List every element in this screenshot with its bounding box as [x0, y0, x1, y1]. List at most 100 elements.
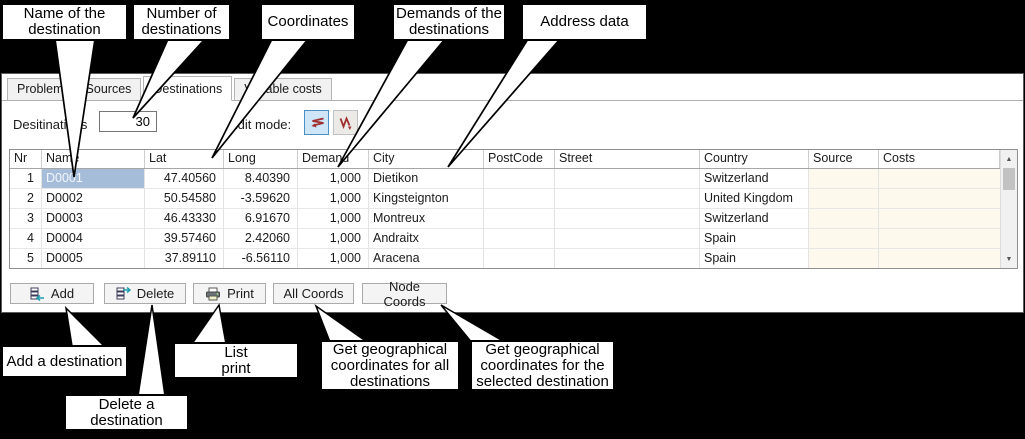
- cell-demand[interactable]: 1,000: [298, 229, 369, 248]
- cell-costs[interactable]: [879, 229, 1000, 248]
- col-header-street[interactable]: Street: [555, 150, 700, 168]
- edit-mode-route-button[interactable]: [304, 110, 329, 135]
- cell-demand[interactable]: 1,000: [298, 249, 369, 268]
- cell-country[interactable]: Switzerland: [700, 209, 809, 228]
- cell-postcode[interactable]: [484, 169, 555, 188]
- points-w-edit-icon: [337, 114, 355, 132]
- cell-lat[interactable]: 37.89110: [145, 249, 224, 268]
- cell-lat[interactable]: 46.43330: [145, 209, 224, 228]
- cell-long[interactable]: 8.40390: [224, 169, 298, 188]
- cell-demand[interactable]: 1,000: [298, 189, 369, 208]
- add-button-label: Add: [50, 286, 75, 301]
- route-zigzag-edit-icon: [308, 114, 326, 132]
- cell-long[interactable]: -6.56110: [224, 249, 298, 268]
- cell-postcode[interactable]: [484, 229, 555, 248]
- callout-coords-all: Get geographical coordinates for all des…: [320, 340, 460, 391]
- cell-nr[interactable]: 2: [10, 189, 42, 208]
- cell-costs[interactable]: [879, 249, 1000, 268]
- cell-city[interactable]: Kingsteignton: [369, 189, 484, 208]
- col-header-city[interactable]: City: [369, 150, 484, 168]
- cell-city[interactable]: Dietikon: [369, 169, 484, 188]
- tab-variable-costs[interactable]: Variable costs: [234, 78, 332, 100]
- all-coords-button[interactable]: All Coords: [273, 283, 354, 304]
- cell-lat[interactable]: 39.57460: [145, 229, 224, 248]
- cell-costs[interactable]: [879, 189, 1000, 208]
- col-header-long[interactable]: Long: [224, 150, 298, 168]
- delete-record-icon: [116, 286, 131, 301]
- cell-name[interactable]: D0002: [42, 189, 145, 208]
- tab-sources[interactable]: Sources: [75, 78, 142, 100]
- cell-lat[interactable]: 47.40560: [145, 169, 224, 188]
- col-header-country[interactable]: Country: [700, 150, 809, 168]
- cell-postcode[interactable]: [484, 209, 555, 228]
- tab-problem[interactable]: Problem: [7, 78, 74, 100]
- scrollbar-thumb[interactable]: [1003, 168, 1015, 190]
- col-header-lat[interactable]: Lat: [145, 150, 224, 168]
- cell-postcode[interactable]: [484, 249, 555, 268]
- cell-demand[interactable]: 1,000: [298, 169, 369, 188]
- add-button[interactable]: Add: [10, 283, 94, 304]
- cell-city[interactable]: Andraitx: [369, 229, 484, 248]
- delete-button[interactable]: Delete: [104, 283, 186, 304]
- col-header-nr[interactable]: Nr: [10, 150, 42, 168]
- cell-name[interactable]: D0004: [42, 229, 145, 248]
- cell-source[interactable]: [809, 229, 879, 248]
- vertical-scrollbar[interactable]: ▲ ▼: [1000, 150, 1017, 268]
- cell-long[interactable]: 2.42060: [224, 229, 298, 248]
- cell-long[interactable]: 6.91670: [224, 209, 298, 228]
- callout-coordinates: Coordinates: [260, 3, 356, 41]
- table-grid: Nr Name Lat Long Demand City PostCode St…: [10, 150, 1000, 268]
- cell-source[interactable]: [809, 189, 879, 208]
- cell-source[interactable]: [809, 249, 879, 268]
- cell-name[interactable]: D0005: [42, 249, 145, 268]
- edit-mode-points-button[interactable]: [333, 110, 358, 135]
- print-button[interactable]: Print: [193, 283, 266, 304]
- cell-demand[interactable]: 1,000: [298, 209, 369, 228]
- col-header-source[interactable]: Source: [809, 150, 879, 168]
- cell-city[interactable]: Montreux: [369, 209, 484, 228]
- table-row: 2 D0002 50.54580 -3.59620 1,000 Kingstei…: [10, 189, 1000, 209]
- app-window: Problem Sources Destinations Variable co…: [1, 73, 1024, 313]
- cell-name-selected[interactable]: D0001: [42, 169, 145, 188]
- node-coords-button-label: Node Coords: [383, 278, 426, 309]
- col-header-demand[interactable]: Demand: [298, 150, 369, 168]
- col-header-costs[interactable]: Costs: [879, 150, 1000, 168]
- cell-costs[interactable]: [879, 209, 1000, 228]
- cell-postcode[interactable]: [484, 189, 555, 208]
- destinations-count-input[interactable]: [99, 111, 157, 132]
- print-button-label: Print: [227, 286, 254, 301]
- cell-country[interactable]: Switzerland: [700, 169, 809, 188]
- edit-mode-label: Edit mode:: [229, 117, 292, 132]
- cell-nr[interactable]: 4: [10, 229, 42, 248]
- cell-costs[interactable]: [879, 169, 1000, 188]
- callout-coords-selected: Get geographical coordinates for the sel…: [470, 340, 615, 391]
- cell-source[interactable]: [809, 209, 879, 228]
- tab-destinations[interactable]: Destinations: [143, 76, 233, 101]
- cell-country[interactable]: Spain: [700, 229, 809, 248]
- cell-long[interactable]: -3.59620: [224, 189, 298, 208]
- cell-street[interactable]: [555, 169, 700, 188]
- table-row: 1 D0001 47.40560 8.40390 1,000 Dietikon …: [10, 169, 1000, 189]
- cell-city[interactable]: Aracena: [369, 249, 484, 268]
- cell-country[interactable]: Spain: [700, 249, 809, 268]
- cell-street[interactable]: [555, 209, 700, 228]
- cell-nr[interactable]: 3: [10, 209, 42, 228]
- scroll-up-icon[interactable]: ▲: [1005, 155, 1013, 163]
- cell-lat[interactable]: 50.54580: [145, 189, 224, 208]
- scroll-down-icon[interactable]: ▼: [1005, 255, 1013, 263]
- delete-button-label: Delete: [136, 286, 175, 301]
- callout-add-destination: Add a destination: [1, 345, 128, 378]
- cell-source[interactable]: [809, 169, 879, 188]
- callout-name-of-destination: Name of the destination: [1, 3, 128, 41]
- cell-street[interactable]: [555, 229, 700, 248]
- cell-country[interactable]: United Kingdom: [700, 189, 809, 208]
- col-header-postcode[interactable]: PostCode: [484, 150, 555, 168]
- col-header-name[interactable]: Name: [42, 150, 145, 168]
- cell-name[interactable]: D0003: [42, 209, 145, 228]
- cell-nr[interactable]: 1: [10, 169, 42, 188]
- node-coords-button[interactable]: Node Coords: [362, 279, 447, 309]
- cell-nr[interactable]: 5: [10, 249, 42, 268]
- cell-street[interactable]: [555, 189, 700, 208]
- cell-street[interactable]: [555, 249, 700, 268]
